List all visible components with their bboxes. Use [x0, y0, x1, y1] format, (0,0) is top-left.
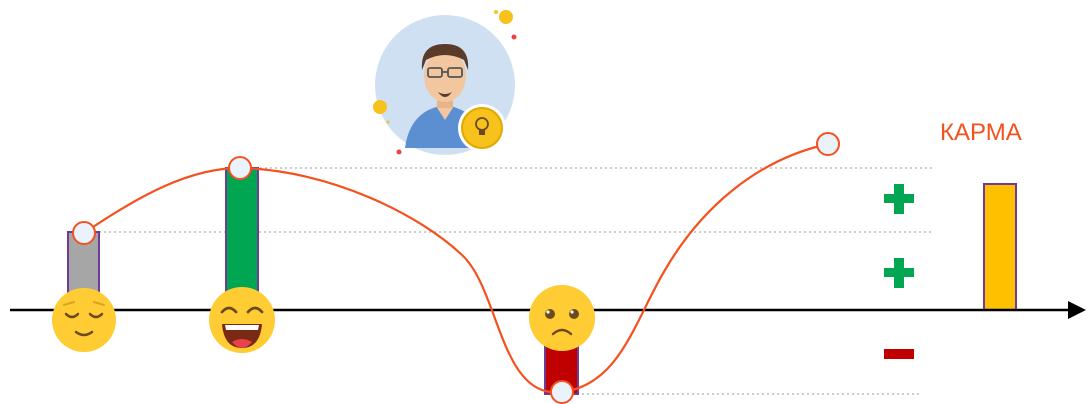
worried-face-icon	[529, 285, 595, 351]
plus-sign-icon	[884, 258, 914, 288]
curve-point-low	[550, 380, 574, 404]
karma-curve	[83, 142, 829, 394]
curve-point-end	[816, 132, 840, 156]
laughing-face-icon	[209, 287, 275, 353]
curve-point-peak	[228, 156, 252, 180]
man-with-lightbulb-badge-icon	[373, 10, 517, 155]
bar-karma	[983, 183, 1017, 311]
curve-point-start	[72, 221, 96, 245]
karma-label: КАРМА	[940, 119, 1022, 146]
relieved-face-icon	[52, 288, 116, 352]
minus-sign-icon	[884, 349, 914, 359]
plus-sign-icon	[884, 184, 914, 214]
axis-arrow-icon	[1068, 301, 1086, 319]
